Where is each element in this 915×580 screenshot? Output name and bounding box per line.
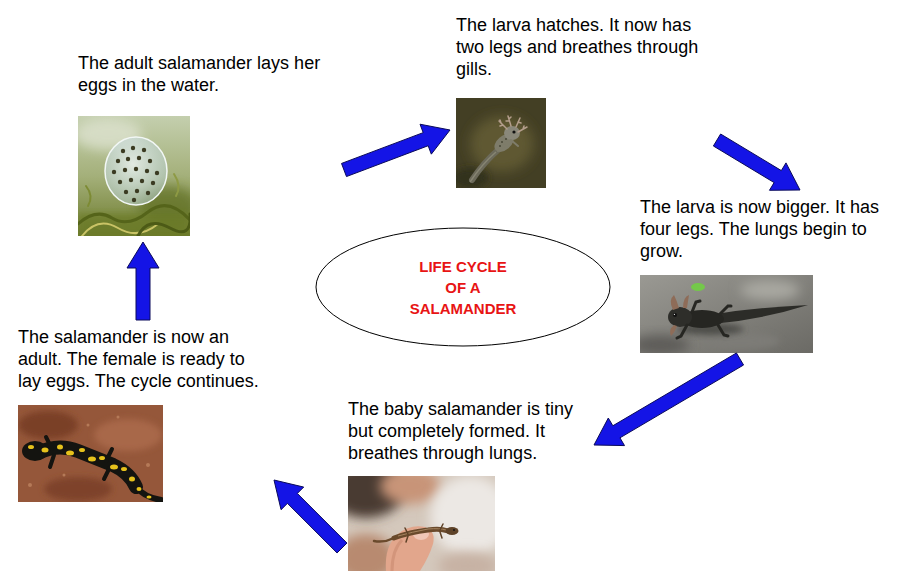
- block-arrow: [342, 124, 450, 176]
- stage-description: The adult salamander lays her eggs in th…: [78, 52, 338, 96]
- hatchling-photo: [456, 98, 546, 188]
- block-arrow: [713, 134, 800, 190]
- block-arrow: [594, 353, 744, 446]
- adult-photo: [18, 405, 163, 502]
- baby-photo: [348, 476, 495, 571]
- photo-slot: [348, 476, 495, 571]
- stage-description: The larva hatches. It now has two legs a…: [456, 14, 711, 80]
- stage-box: The salamander is now an adult. The fema…: [18, 326, 268, 502]
- photo-slot: [456, 98, 546, 188]
- cycle-title: LIFE CYCLE OF A SALAMANDER: [408, 256, 518, 319]
- photo-slot: [78, 116, 190, 236]
- stage-box: The larva is now bigger. It has four leg…: [640, 196, 890, 353]
- stage-box: The larva hatches. It now has two legs a…: [456, 14, 711, 188]
- larva-photo: [640, 275, 813, 353]
- block-arrow: [274, 480, 347, 553]
- stage-description: The salamander is now an adult. The fema…: [18, 326, 268, 392]
- ellipse-shape: [316, 228, 610, 346]
- stage-box: The adult salamander lays her eggs in th…: [78, 52, 338, 236]
- stage-description: The baby salamander is tiny but complete…: [348, 398, 588, 464]
- stage-box: The baby salamander is tiny but complete…: [348, 398, 588, 571]
- stage-description: The larva is now bigger. It has four leg…: [640, 196, 890, 262]
- block-arrow: [127, 242, 159, 320]
- photo-slot: [640, 275, 813, 353]
- egg-photo: [78, 116, 190, 236]
- cycle-ellipse: LIFE CYCLE OF A SALAMANDER: [315, 227, 611, 347]
- photo-slot: [18, 405, 163, 502]
